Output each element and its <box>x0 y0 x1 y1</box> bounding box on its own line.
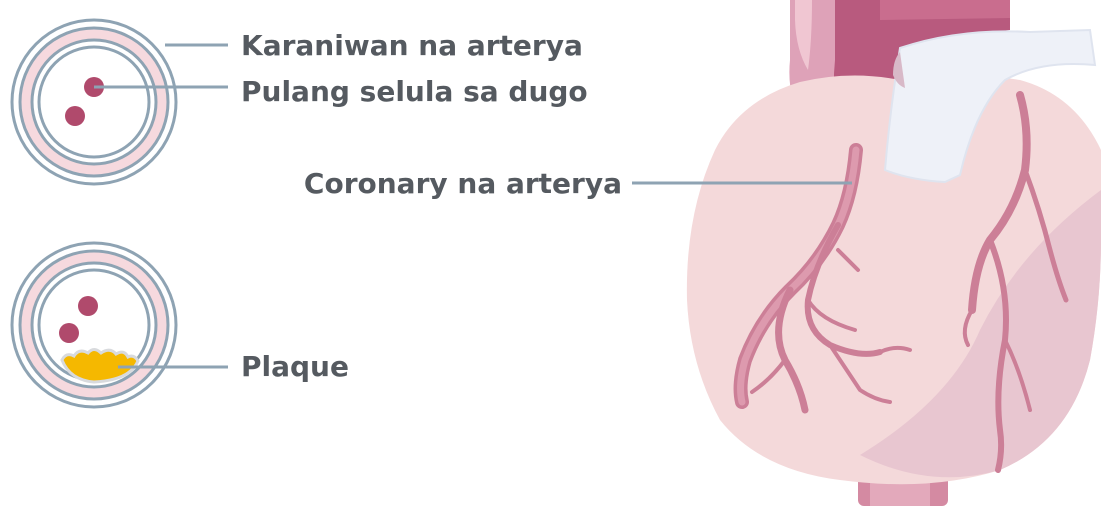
plaqued-artery-cross-section-icon <box>12 243 176 407</box>
red-blood-cell-icon <box>65 106 85 126</box>
heart-illustration-icon <box>687 0 1101 506</box>
red-blood-cells-label: Pulang selula sa dugo <box>241 75 588 108</box>
red-blood-cell-icon <box>59 323 79 343</box>
plaque-label: Plaque <box>241 350 349 383</box>
coronary-artery-label: Coronary na arterya <box>304 167 622 200</box>
normal-artery-cross-section-icon <box>12 20 176 184</box>
artery-wall-label: Karaniwan na arterya <box>241 29 583 62</box>
red-blood-cell-icon <box>78 296 98 316</box>
